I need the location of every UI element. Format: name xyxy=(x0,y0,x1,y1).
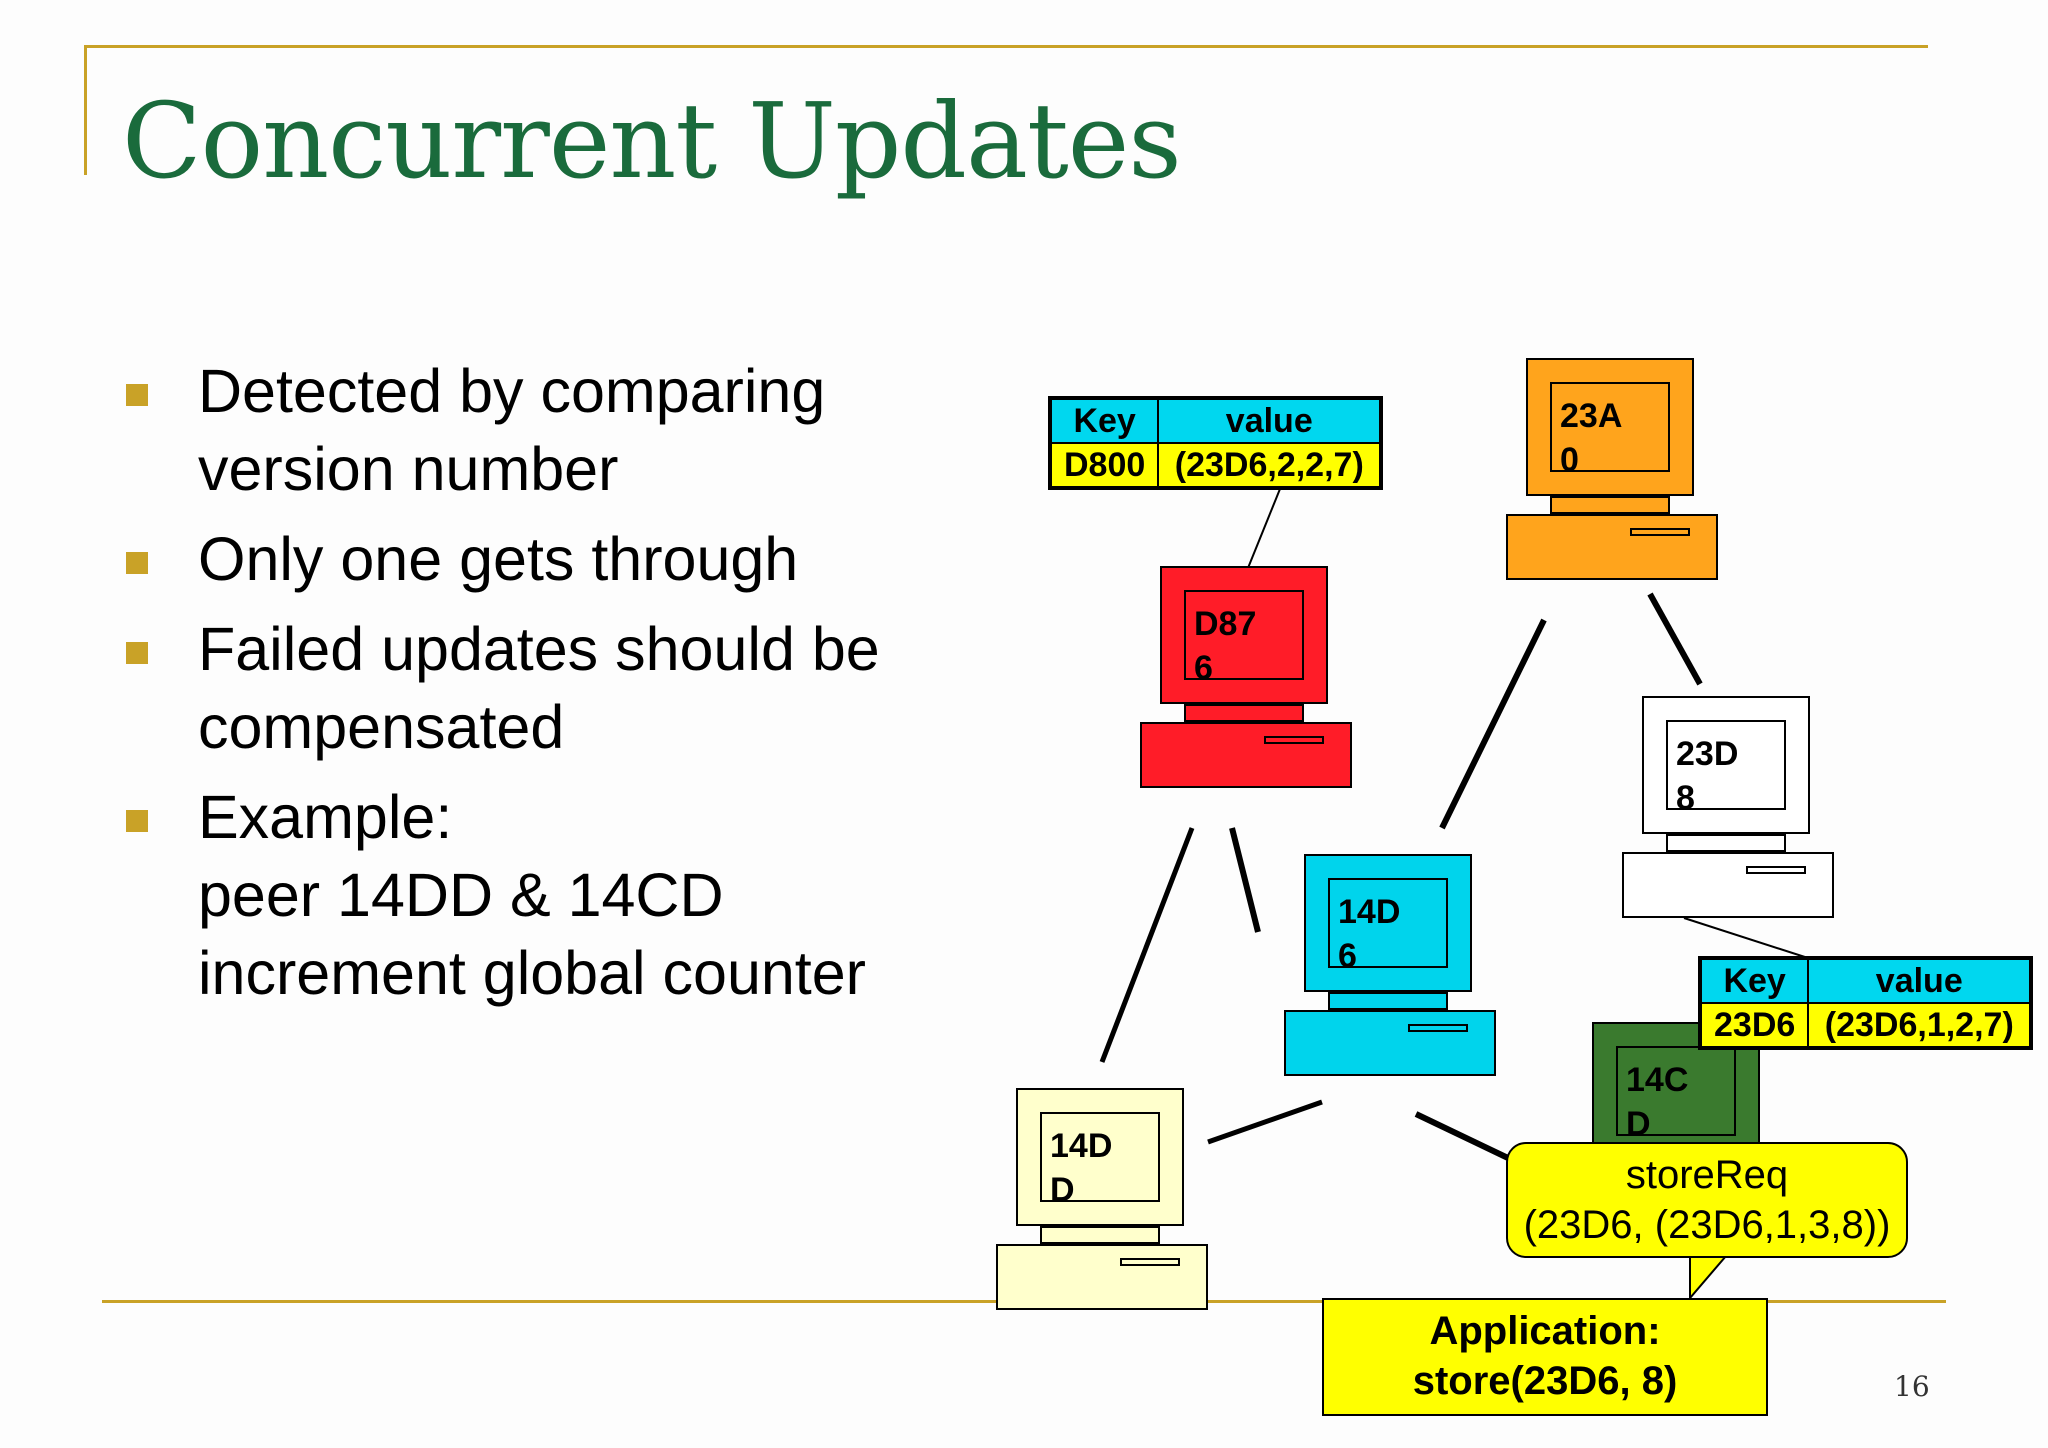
computer-base xyxy=(1622,852,1834,918)
drive-slot xyxy=(1630,528,1690,536)
node-14dd: 14D D xyxy=(996,1088,1208,1312)
link-23d8-table xyxy=(1683,917,1809,959)
monitor-stand xyxy=(1040,1226,1160,1244)
left-rule xyxy=(84,45,87,175)
table-key-header: Key xyxy=(1048,397,1160,444)
monitor-stand xyxy=(1666,834,1786,852)
bullet-square-icon xyxy=(126,552,148,574)
top-rule xyxy=(84,45,1928,48)
bullet-item: Detected by comparing version number xyxy=(118,352,1018,508)
screen: D87 6 xyxy=(1184,590,1304,687)
bullet-text: Detected by comparing version number xyxy=(198,357,826,503)
table-value-cell: (23D6,1,2,7) xyxy=(1807,1002,2033,1049)
application-text: Application: store(23D6, 8) xyxy=(1412,1309,1678,1403)
table-value-header: value xyxy=(1807,957,2033,1004)
bullet-list: Detected by comparing version number Onl… xyxy=(118,352,1018,1024)
bullet-item: Example: peer 14DD & 14CD increment glob… xyxy=(118,778,1018,1012)
screen: 14C D xyxy=(1616,1046,1736,1143)
drive-slot xyxy=(1746,866,1806,874)
monitor-stand xyxy=(1328,992,1448,1010)
application-callout: Application: store(23D6, 8) xyxy=(1322,1298,1768,1416)
bullet-square-icon xyxy=(126,642,148,664)
link-d876-table xyxy=(1247,483,1283,569)
link-23a0-14d6 xyxy=(1439,618,1547,830)
node-23a0: 23A 0 xyxy=(1506,358,1718,582)
screen: 14D D xyxy=(1040,1112,1160,1209)
link-d876-14d6 xyxy=(1229,827,1261,933)
link-14d6-14cd xyxy=(1414,1111,1510,1161)
node-label: 14D D xyxy=(1050,1127,1113,1209)
computer-base xyxy=(996,1244,1208,1310)
bullet-text: Failed updates should be compensated xyxy=(198,615,880,761)
computer-base xyxy=(1506,514,1718,580)
store-request-text: storeReq (23D6, (23D6,1,3,8)) xyxy=(1523,1153,1891,1247)
node-label: 14D 6 xyxy=(1338,893,1401,975)
table-value-cell: (23D6,2,2,7) xyxy=(1157,442,1383,489)
node-14d6: 14D 6 xyxy=(1284,854,1496,1078)
node-label: 23A 0 xyxy=(1560,397,1623,479)
bullet-square-icon xyxy=(126,384,148,406)
link-14d6-14dd xyxy=(1207,1099,1323,1145)
store-request-callout: storeReq (23D6, (23D6,1,3,8)) xyxy=(1506,1142,1908,1258)
slide-title: Concurrent Updates xyxy=(122,80,1182,202)
bullet-text: Only one gets through xyxy=(198,525,799,593)
store-callout-tail xyxy=(1689,1255,1729,1301)
link-d876-14dd xyxy=(1099,827,1195,1063)
link-23a0-23d8 xyxy=(1647,592,1703,686)
node-label: 14C D xyxy=(1626,1061,1689,1143)
drive-slot xyxy=(1120,1258,1180,1266)
bullet-text: Example: peer 14DD & 14CD increment glob… xyxy=(198,783,866,1007)
bullet-item: Only one gets through xyxy=(118,520,1018,598)
monitor-stand xyxy=(1550,496,1670,514)
table-key-cell: 23D6 xyxy=(1698,1002,1810,1049)
computer-base xyxy=(1284,1010,1496,1076)
monitor-stand xyxy=(1184,704,1304,722)
page-number: 16 xyxy=(1894,1370,1930,1403)
node-label: 23D 8 xyxy=(1676,735,1739,817)
bullet-square-icon xyxy=(126,810,148,832)
node-d876: D87 6 xyxy=(1140,566,1352,790)
screen: 23A 0 xyxy=(1550,382,1670,479)
table-key-cell: D800 xyxy=(1048,442,1160,489)
screen: 14D 6 xyxy=(1328,878,1448,975)
node-23d8: 23D 8 xyxy=(1622,696,1834,920)
table-value-header: value xyxy=(1157,397,1383,444)
drive-slot xyxy=(1264,736,1324,744)
bullet-item: Failed updates should be compensated xyxy=(118,610,1018,766)
drive-slot xyxy=(1408,1024,1468,1032)
node-label: D87 6 xyxy=(1194,605,1257,687)
screen: 23D 8 xyxy=(1666,720,1786,817)
table-key-header: Key xyxy=(1698,957,1810,1004)
computer-base xyxy=(1140,722,1352,788)
